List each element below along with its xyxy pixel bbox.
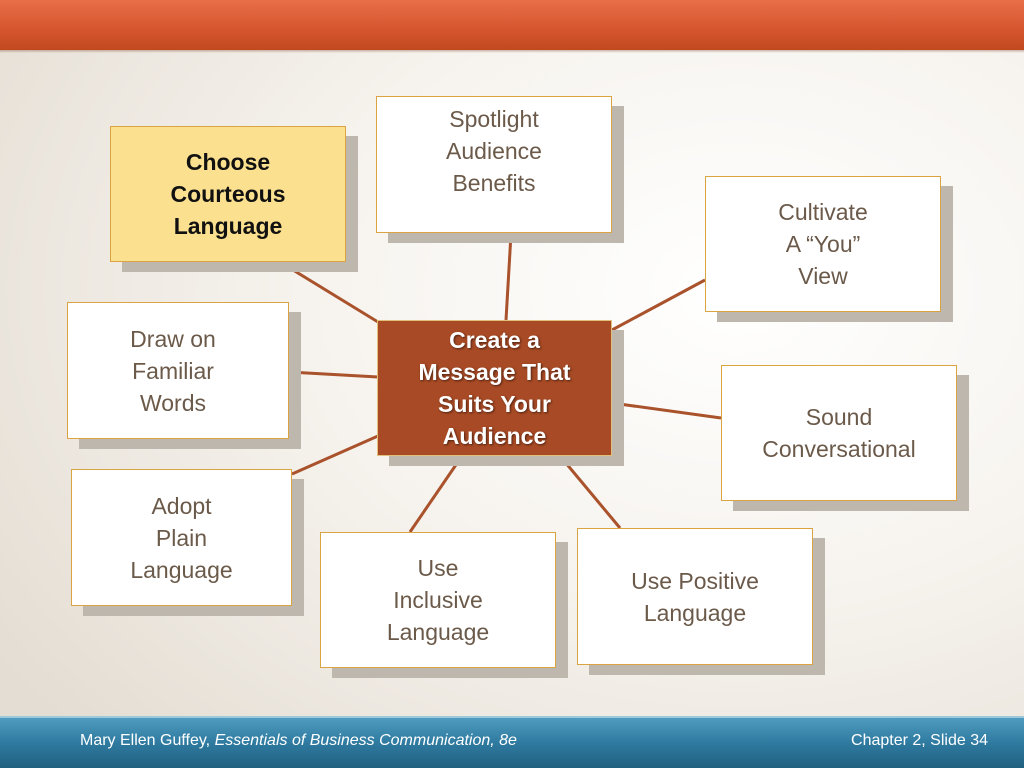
node-adopt-plain-language: Adopt Plain Language <box>71 469 292 606</box>
footer-bar: Mary Ellen Guffey, Essentials of Busines… <box>0 716 1024 768</box>
connector-familiar <box>288 370 379 379</box>
node-use-inclusive-language: Use Inclusive Language <box>320 532 556 668</box>
connector-positive <box>558 455 622 529</box>
node-use-positive-language: Use Positive Language <box>577 528 813 665</box>
top-accent-bar <box>0 0 1024 53</box>
connector-plain <box>291 434 379 476</box>
footer-author: Mary Ellen Guffey, <box>80 732 211 749</box>
node-choose-courteous-language: Choose Courteous Language <box>110 126 346 262</box>
node-cultivate-you-view: Cultivate A “You” View <box>705 176 941 312</box>
connector-conversational <box>611 401 722 420</box>
footer-citation: Mary Ellen Guffey, Essentials of Busines… <box>80 732 517 750</box>
node-draw-on-familiar-words: Draw on Familiar Words <box>67 302 289 439</box>
node-center-create-message: Create a Message That Suits Your Audienc… <box>377 320 612 456</box>
node-sound-conversational: Sound Conversational <box>721 365 957 501</box>
footer-book-title: Essentials of Business Communication, 8e <box>214 732 517 749</box>
footer-slide-number: Chapter 2, Slide 34 <box>851 732 988 749</box>
connector-inclusive <box>408 455 464 533</box>
node-spotlight-audience-benefits: Spotlight Audience Benefits <box>376 96 612 233</box>
connector-courteous <box>279 260 379 324</box>
connector-benefits <box>504 233 513 321</box>
connector-you-view <box>611 278 706 332</box>
